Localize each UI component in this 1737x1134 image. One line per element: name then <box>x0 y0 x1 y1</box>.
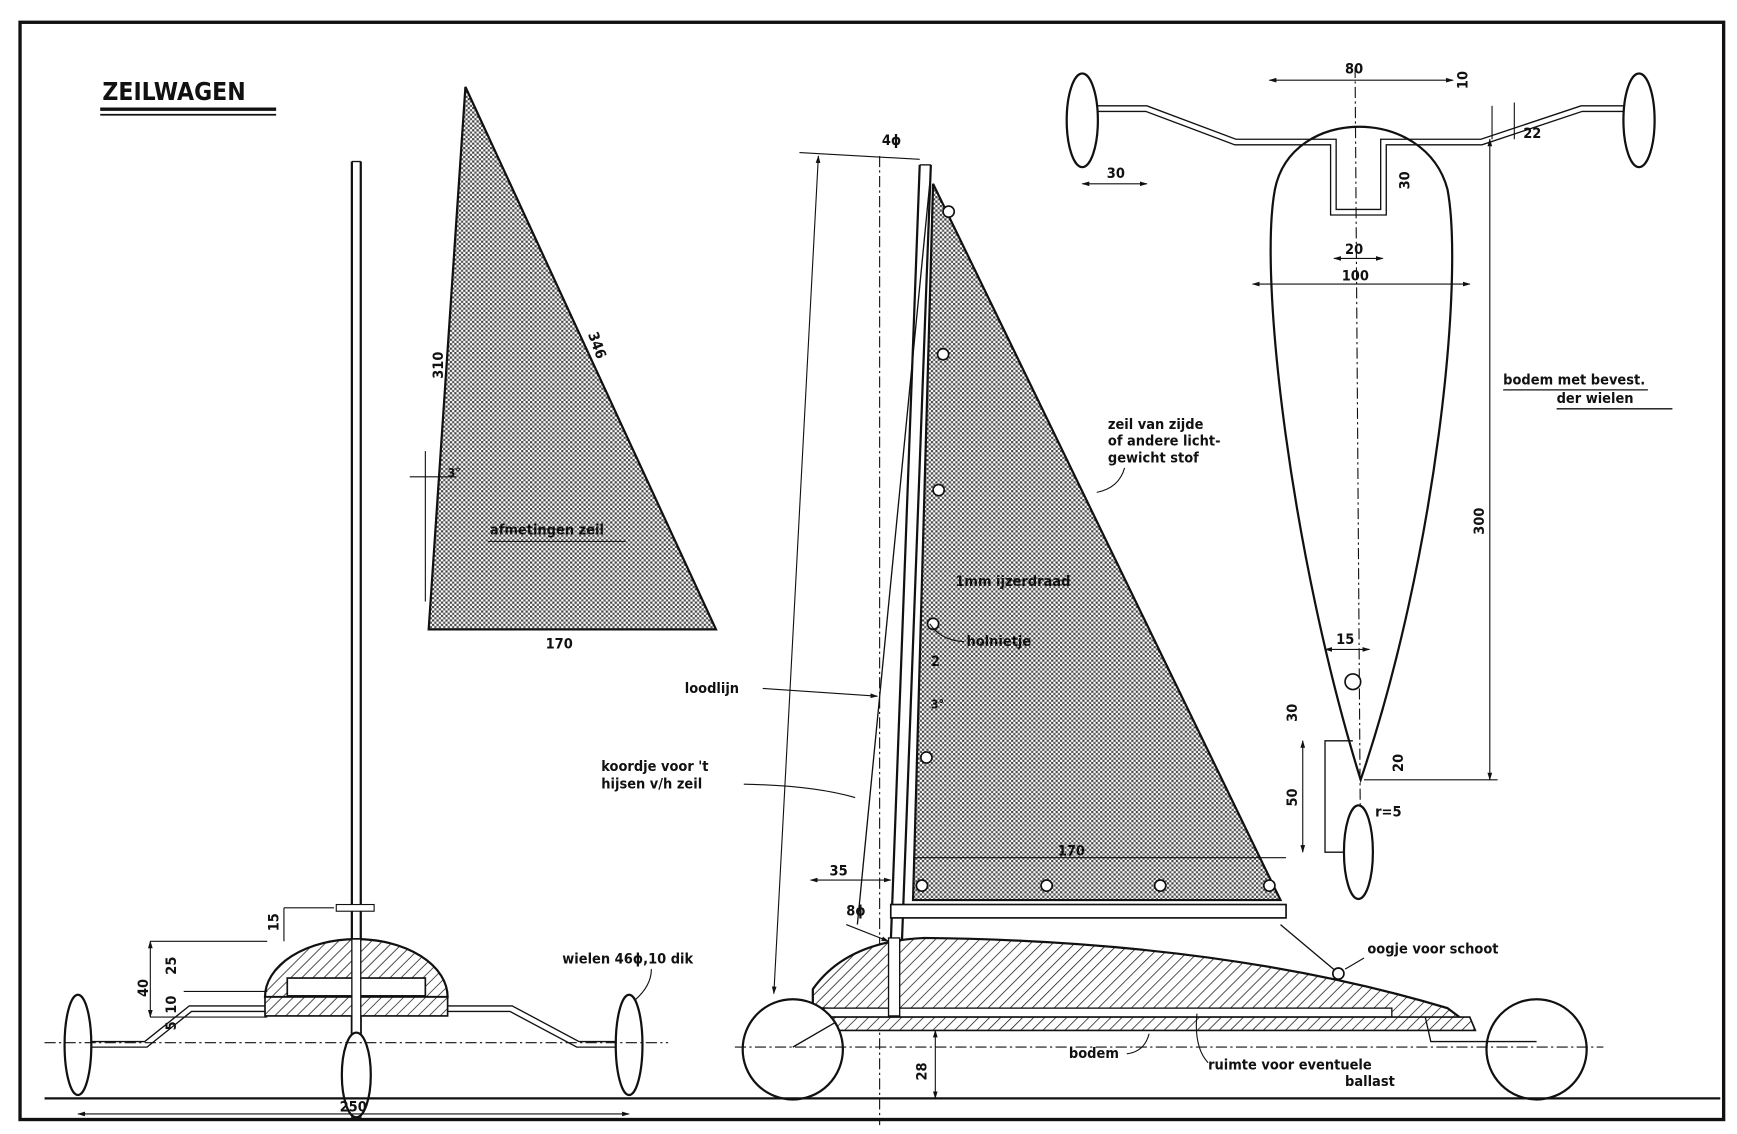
dim-total: 40 <box>136 979 152 997</box>
rivet-label: holnietje <box>966 634 1031 650</box>
top-caption-2: der wielen <box>1557 391 1634 407</box>
mast-offset-dim: 35 <box>830 864 848 880</box>
plumb-line-label: loodlijn <box>685 681 739 697</box>
ballast-label-2: ballast <box>1345 1074 1395 1090</box>
mast-top-dim: 4ϕ <box>882 133 901 149</box>
front-view: 15 25 40 10 5 250 wielen 46ϕ,10 dik <box>44 160 694 1119</box>
dim-front-20: 20 <box>1391 754 1407 772</box>
mast-angle: 3° <box>931 697 944 711</box>
top-right-wheel <box>1622 72 1656 169</box>
dim-track: 250 <box>340 1100 367 1116</box>
front-wheel-side <box>1485 998 1588 1101</box>
sail-rivets <box>915 205 1276 892</box>
side-view: 4ϕ zeil van zijde of andere licht- gewic… <box>44 133 1721 1126</box>
dim-wheel-stub: 30 <box>1107 166 1125 182</box>
dim-width: 100 <box>1342 269 1369 285</box>
dim-length: 300 <box>1472 508 1488 535</box>
rear-wheel-side <box>741 998 845 1101</box>
right-wheel <box>614 993 644 1097</box>
wheels-note: wielen 46ϕ,10 dik <box>562 952 693 968</box>
dim-radius: r=5 <box>1375 805 1401 821</box>
top-front-wheel <box>1342 804 1375 901</box>
sail-material-line-1: zeil van zijde <box>1108 417 1204 433</box>
top-caption-1: bodem met bevest. <box>1503 372 1645 388</box>
halyard-label-1: koordje voor 't <box>601 759 708 775</box>
dim-mast-clamp: 15 <box>266 913 282 931</box>
sail-foot-dim: 170 <box>546 636 573 652</box>
mast-base-dim: 8ϕ <box>846 904 865 920</box>
bottom-label: bodem <box>1069 1046 1119 1062</box>
dim-axle-span: 80 <box>1345 62 1363 78</box>
dim-rise-10: 10 <box>1456 71 1472 89</box>
dim-rise-22: 22 <box>1523 126 1541 142</box>
dim-dome: 25 <box>164 957 180 975</box>
sail-material-line-3: gewicht stof <box>1108 450 1199 466</box>
clearance-dim: 28 <box>914 1062 930 1080</box>
drawing-title: ZEILWAGEN <box>102 77 245 106</box>
drawing-frame <box>18 20 1726 1122</box>
dim-front-50: 50 <box>1285 788 1301 806</box>
sail-shape <box>427 86 718 631</box>
wire-label: 1mm ijzerdraad <box>955 574 1070 590</box>
dim-front-width: 15 <box>1336 632 1354 648</box>
sail-caption: afmetingen zeil <box>490 523 604 539</box>
side-sail <box>911 183 1283 902</box>
top-view: 80 10 22 30 30 20 100 300 bodem met beve… <box>1065 62 1673 901</box>
dim-u-depth: 30 <box>1398 171 1414 189</box>
sheet-eye-label: oogje voor schoot <box>1367 942 1498 958</box>
sail-material-line-2: of andere licht- <box>1108 434 1221 450</box>
dim-plank: 10 <box>164 996 180 1014</box>
dim-front-30: 30 <box>1285 704 1301 722</box>
dim-axle-offset: 5 <box>164 1021 180 1030</box>
boom-foot-dim: 170 <box>1058 844 1085 860</box>
sail-angle: 3° <box>448 466 461 480</box>
gap-dim: 2 <box>931 654 940 670</box>
sail-luff-dim: 310 <box>431 352 447 379</box>
front-wheel <box>340 1031 372 1119</box>
hull-outline <box>1269 125 1454 784</box>
sail-dimensions-view: 310 346 170 3° afmetingen zeil <box>409 86 718 652</box>
boom <box>889 903 1287 919</box>
halyard-label-2: hijsen v/h zeil <box>601 777 702 793</box>
ballast-label-1: ruimte voor eventuele <box>1208 1057 1372 1073</box>
dim-u-width: 20 <box>1345 242 1363 258</box>
top-left-wheel <box>1065 72 1099 169</box>
left-wheel <box>63 993 93 1097</box>
